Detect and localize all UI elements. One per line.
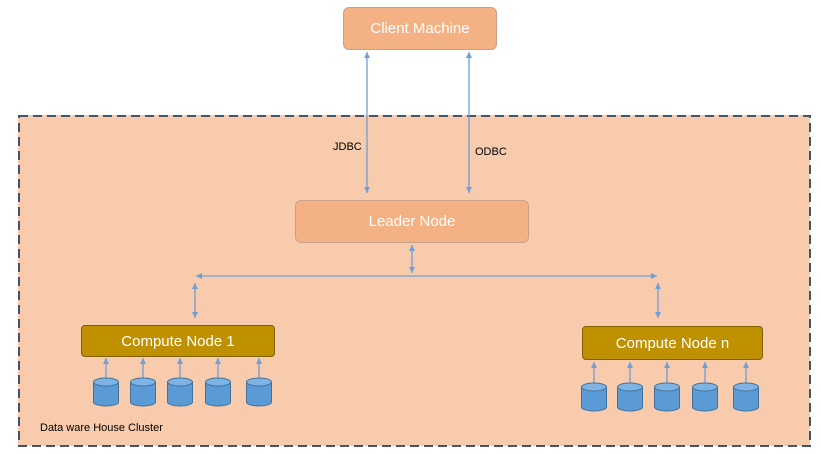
leader-node-box: Leader Node [295,200,529,243]
database-cylinder-icon [167,358,193,407]
leader-node-label: Leader Node [368,213,456,230]
database-cylinder-icon [205,358,231,407]
database-cylinder-icon [733,362,759,412]
database-cylinder-icon [93,358,119,407]
database-cylinder-icon [130,358,156,407]
compute-node-n-box: Compute Node n [582,326,763,360]
database-cylinder-icon [692,362,718,412]
database-cylinder-icon [654,362,680,412]
database-cylinder-icon [246,358,272,407]
database-cylinder-icon [581,362,607,412]
jdbc-label: JDBC [333,141,362,153]
compute-node-1-box: Compute Node 1 [81,325,275,357]
cluster-label: Data ware House Cluster [40,422,163,434]
compute-node-n-label: Compute Node n [615,334,730,352]
odbc-label: ODBC [475,146,507,158]
compute-node-1-label: Compute Node 1 [121,332,235,350]
client-machine-box: Client Machine [343,7,497,50]
disk-group [93,358,759,412]
client-machine-label: Client Machine [370,20,470,37]
database-cylinder-icon [617,362,643,412]
